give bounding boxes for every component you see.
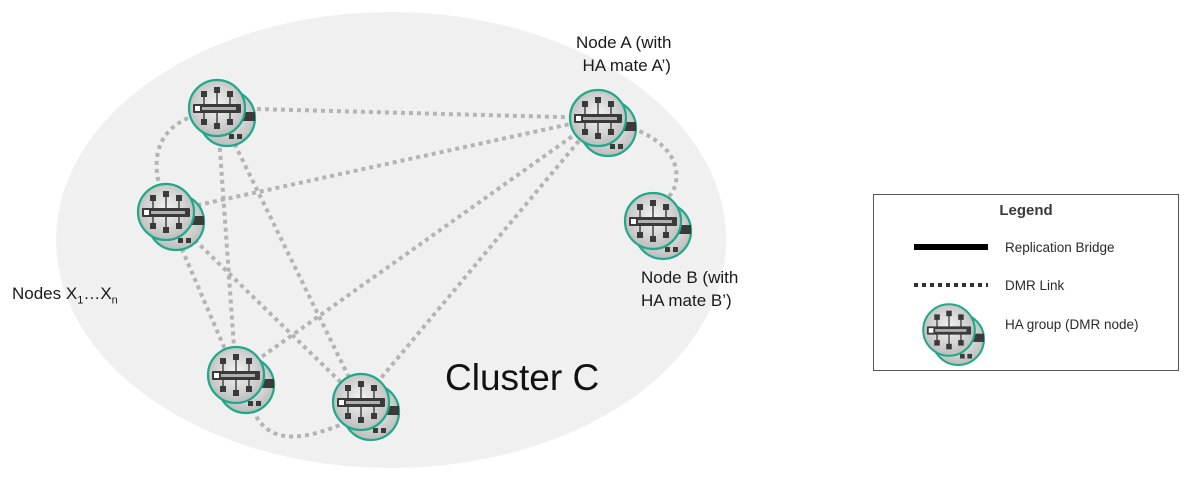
cluster-label: Cluster C: [445, 357, 599, 398]
legend-item-ha-group: HA group (DMR node): [874, 303, 1178, 366]
node-a-label-line1: Node A (with: [576, 33, 672, 52]
dmr-links: [154, 106, 679, 439]
dmr-link-x1-x2: [154, 116, 189, 189]
node-b-label-line2: HA mate B’): [641, 291, 732, 310]
nodes-x-subscript-1: 1: [77, 294, 84, 307]
node-b-label-line1: Node B (with: [641, 268, 739, 287]
dmr-link-x1-x4: [215, 107, 363, 403]
dmr-link-x2-x3: [164, 211, 238, 376]
nodes-x-mid: …X: [83, 284, 112, 303]
legend-item-dmr-link: DMR Link: [874, 273, 1178, 303]
legend-label: DMR Link: [1005, 278, 1065, 293]
nodes-x-label: Nodes X1…Xn: [12, 282, 118, 312]
dmr-link-a-b: [631, 126, 679, 202]
solid-line-icon: [914, 244, 988, 250]
dmr-link-x2-a: [165, 116, 599, 214]
node-a-label-line2: HA mate A’): [582, 56, 671, 75]
legend-box: Legend Replication Bridge DMR Link HA gr…: [873, 194, 1179, 371]
legend-item-replication-bridge: Replication Bridge: [874, 235, 1178, 265]
dotted-line-icon: [914, 283, 988, 287]
nodes-x-subscript-n: n: [111, 294, 118, 307]
dmr-link-x4-a: [359, 116, 600, 404]
dmr-link-x3-x4: [248, 401, 341, 439]
legend-title: Legend: [999, 202, 1053, 219]
nodes-x-prefix: Nodes X: [12, 284, 78, 303]
node-b-label: Node B (with HA mate B’): [641, 266, 738, 312]
ha-group-icon: [922, 303, 985, 366]
legend-label: HA group (DMR node): [1005, 317, 1139, 332]
dmr-link-x3-a: [234, 116, 600, 377]
legend-label: Replication Bridge: [1005, 240, 1115, 255]
dmr-link-x2-x4: [164, 210, 363, 404]
node-a-label: Node A (with HA mate A’): [576, 31, 671, 77]
